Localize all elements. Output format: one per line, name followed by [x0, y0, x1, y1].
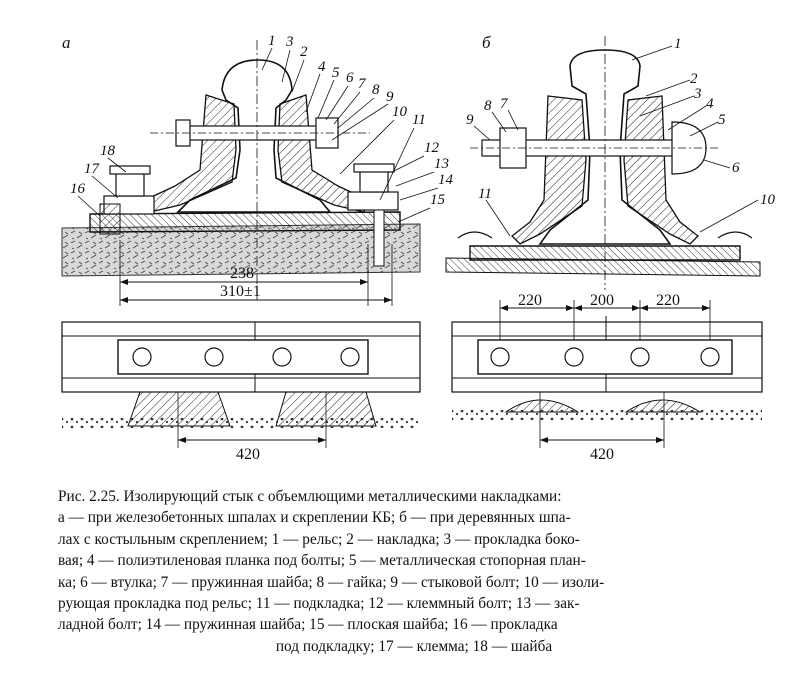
clamp-left [99, 165, 155, 235]
caption-line: ладной болт; 14 — пружинная шайба; 15 — … [58, 616, 558, 634]
plan-view-a [61, 321, 421, 448]
svg-text:11: 11 [412, 112, 426, 128]
svg-text:1: 1 [268, 33, 276, 49]
leaders-a [77, 47, 439, 223]
svg-text:12: 12 [424, 140, 440, 156]
caption-line: Рис. 2.25. Изолирующий стык с объемлющим… [58, 488, 562, 505]
svg-text:11: 11 [478, 186, 492, 202]
dim-420-a: 420 [236, 446, 260, 463]
svg-text:13: 13 [434, 156, 449, 172]
svg-text:3: 3 [285, 34, 294, 50]
caption-line: рующая прокладка под рельс; 11 — подклад… [58, 595, 580, 613]
figure-drawing: а 1 3 2 4 5 6 7 8 9 10 11 12 13 14 15 16… [61, 33, 776, 463]
dim-220-right: 220 [656, 292, 680, 309]
svg-text:10: 10 [392, 104, 408, 120]
svg-text:18: 18 [100, 143, 116, 159]
svg-text:2: 2 [690, 71, 698, 87]
labels-b: 1 2 3 4 5 6 7 8 9 10 11 [466, 36, 776, 208]
svg-text:5: 5 [718, 112, 726, 128]
dim-200: 200 [590, 292, 614, 309]
panel-label-b: б [482, 33, 491, 52]
svg-text:6: 6 [346, 70, 354, 86]
plan-view-b [451, 300, 763, 448]
svg-text:2: 2 [300, 44, 308, 60]
joint-bar-b-right [623, 95, 699, 245]
figure-caption: Рис. 2.25. Изолирующий стык с объемлющим… [58, 486, 770, 657]
panel-label-a: а [62, 33, 71, 52]
svg-text:14: 14 [438, 172, 454, 188]
svg-text:3: 3 [693, 86, 702, 102]
dim-310: 310±1 [220, 283, 261, 300]
svg-text:1: 1 [674, 36, 682, 52]
svg-text:9: 9 [386, 89, 394, 105]
svg-text:8: 8 [484, 98, 492, 114]
svg-text:15: 15 [430, 192, 446, 208]
cross-section-b [445, 36, 761, 290]
svg-text:7: 7 [358, 76, 367, 92]
svg-text:4: 4 [706, 96, 714, 112]
caption-line: лах с костыльным скреплением; 1 — рельс;… [58, 530, 580, 548]
svg-text:6: 6 [732, 160, 740, 176]
base-plate [89, 211, 401, 233]
cross-section-a [61, 40, 421, 306]
clamp-right [347, 163, 399, 267]
caption-line: вая; 4 — полиэтиленовая планка под болты… [58, 552, 586, 570]
caption-line: а — при железобетонных шпалах и скреплен… [58, 509, 571, 527]
dim-220-left: 220 [518, 292, 542, 309]
svg-text:10: 10 [760, 192, 776, 208]
labels-a: 1 3 2 4 5 6 7 8 9 10 11 12 13 14 15 16 1… [70, 33, 454, 208]
leaders-b [473, 45, 759, 237]
caption-line: под подкладку; 17 — клемма; 18 — шайба [275, 637, 553, 655]
svg-text:9: 9 [466, 112, 474, 128]
dim-238: 238 [230, 265, 254, 282]
svg-text:7: 7 [500, 96, 509, 112]
svg-text:5: 5 [332, 65, 340, 81]
caption-line: ка; 6 — втулка; 7 — пружинная шайба; 8 —… [58, 573, 605, 591]
joint-bar-b-left [511, 95, 587, 245]
svg-text:16: 16 [70, 181, 86, 197]
svg-text:8: 8 [372, 82, 380, 98]
svg-text:17: 17 [84, 161, 101, 177]
svg-text:4: 4 [318, 59, 326, 75]
dim-420-b: 420 [590, 446, 614, 463]
